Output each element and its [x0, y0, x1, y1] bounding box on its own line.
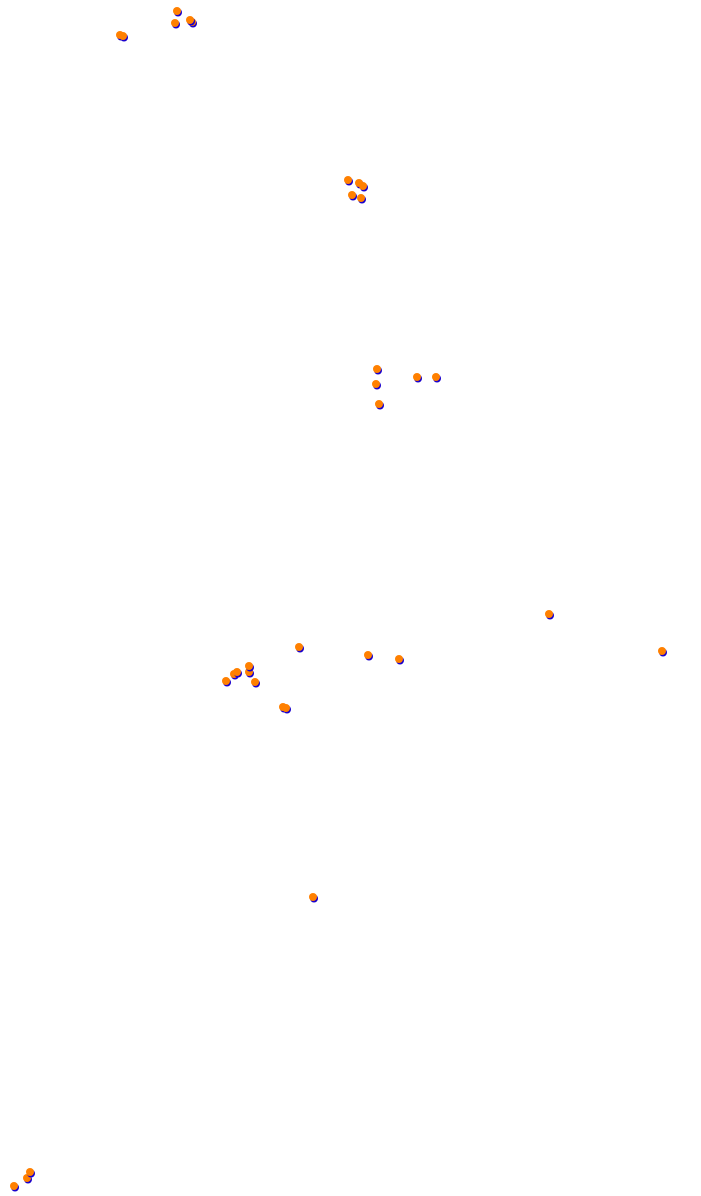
data-point — [251, 678, 259, 686]
data-point — [233, 668, 241, 676]
data-point — [186, 16, 194, 24]
data-point — [309, 893, 317, 901]
data-point — [432, 373, 440, 381]
data-point — [295, 643, 303, 651]
data-point — [173, 7, 181, 15]
data-point — [372, 380, 380, 388]
data-points — [10, 7, 667, 1192]
data-point — [357, 194, 365, 202]
data-point — [413, 373, 421, 381]
data-point — [364, 651, 372, 659]
data-point — [282, 704, 290, 712]
data-point — [395, 655, 403, 663]
data-point — [245, 662, 253, 670]
data-point — [26, 1168, 34, 1176]
data-point — [359, 182, 367, 190]
data-point — [119, 32, 127, 40]
data-point — [658, 647, 666, 655]
data-point — [545, 610, 553, 618]
data-point — [171, 19, 179, 27]
data-point — [344, 176, 352, 184]
data-point — [348, 191, 356, 199]
data-point — [10, 1182, 18, 1190]
data-point — [222, 677, 230, 685]
data-point — [375, 400, 383, 408]
data-point — [373, 365, 381, 373]
